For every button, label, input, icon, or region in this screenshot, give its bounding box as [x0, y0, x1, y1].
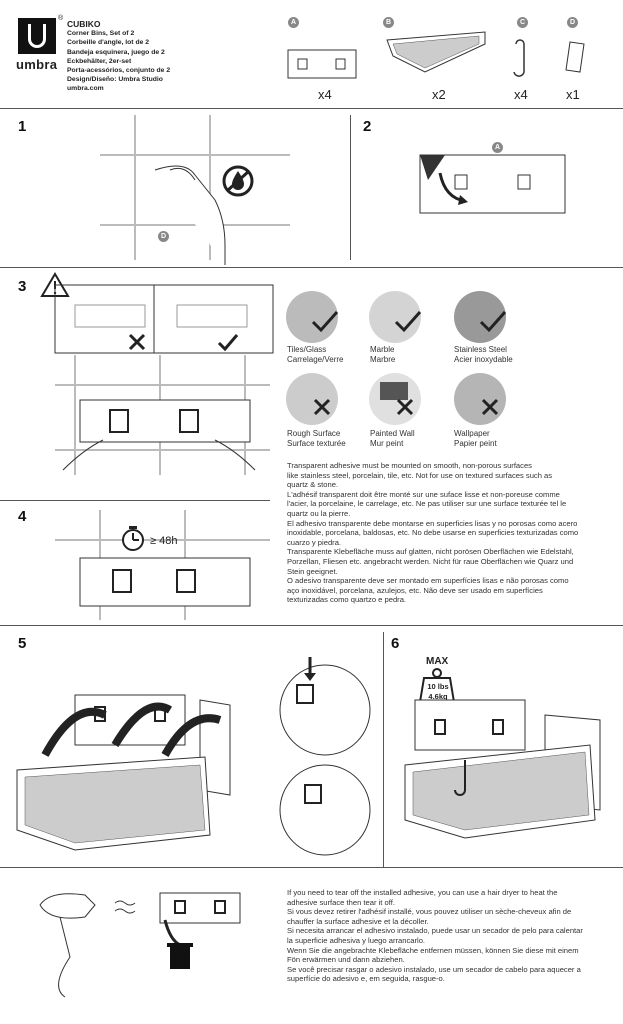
- brand-name: umbra: [16, 57, 58, 72]
- divider: [0, 108, 623, 109]
- divider: [0, 267, 623, 268]
- divider: [0, 500, 270, 501]
- adhesive-instructions: Transparent adhesive must be mounted on …: [287, 461, 579, 605]
- part-label-d: D: [567, 17, 578, 28]
- registered-mark: ®: [58, 15, 64, 22]
- timer-label: ≥ 48h: [150, 535, 178, 547]
- corner-bin-part: [386, 31, 486, 73]
- divider: [0, 625, 623, 626]
- step1-clean-wall-illustration: [100, 115, 290, 265]
- product-line: Corner Bins, Set of 2: [67, 30, 135, 38]
- rough-surface-swatch: [286, 373, 338, 425]
- step-number: 5: [18, 635, 27, 652]
- removal-instructions: If you need to tear off the installed ad…: [287, 888, 583, 984]
- part-qty-b: x2: [432, 87, 446, 102]
- marble-swatch: [369, 291, 422, 343]
- step-number: 1: [18, 118, 27, 135]
- callout-d: D: [158, 231, 169, 242]
- part-qty-c: x4: [514, 87, 528, 102]
- part-label-c: C: [517, 17, 528, 28]
- painted-wall-swatch: [369, 373, 421, 425]
- step2-peel-liner-illustration: [419, 154, 566, 214]
- product-info: CUBIKO Corner Bins, Set of 2 Corbeille d…: [67, 19, 171, 94]
- divider: [383, 632, 384, 867]
- divider: [350, 115, 351, 260]
- wallpaper-swatch: [454, 373, 506, 425]
- step6-installed-bin-illustration: [404, 699, 601, 839]
- step4-wait-illustration: [55, 510, 270, 620]
- umbra-logo-mark: [28, 24, 46, 48]
- removal-hair-dryer-illustration: [39, 892, 241, 998]
- part-qty-d: x1: [566, 87, 580, 102]
- part-label-a: A: [288, 17, 299, 28]
- step3-press-plate-illustration: [55, 355, 270, 475]
- cleaning-wipe-part: [565, 41, 585, 73]
- product-line: Eckbehälter, 2er-set: [67, 57, 132, 65]
- part-qty-a: x4: [318, 87, 332, 102]
- hook-part: [513, 39, 525, 77]
- max-label: MAX: [426, 656, 449, 667]
- product-line: Corbeille d'angle, lot de 2: [67, 39, 150, 47]
- step-number: 6: [391, 635, 400, 652]
- step-number: 4: [18, 508, 27, 525]
- stainless-steel-swatch: [454, 291, 507, 343]
- step-number: 3: [18, 278, 27, 295]
- adhesive-plate-part: [287, 49, 357, 79]
- divider: [0, 867, 623, 868]
- product-line: Design/Diseño: Umbra Studio: [67, 76, 163, 84]
- step5-hang-bin-illustration: [16, 657, 371, 856]
- part-label-b: B: [383, 17, 394, 28]
- tiles-glass-swatch: [286, 291, 339, 343]
- product-title: CUBIKO: [67, 19, 101, 29]
- step-number: 2: [363, 118, 372, 135]
- step3-placement-comparison: [54, 284, 274, 354]
- product-line: Porta-acessórios, conjunto de 2: [67, 67, 171, 75]
- product-line: umbra.com: [67, 85, 104, 93]
- callout-a: A: [492, 142, 503, 153]
- product-line: Bandeja esquinera, juego de 2: [67, 48, 165, 56]
